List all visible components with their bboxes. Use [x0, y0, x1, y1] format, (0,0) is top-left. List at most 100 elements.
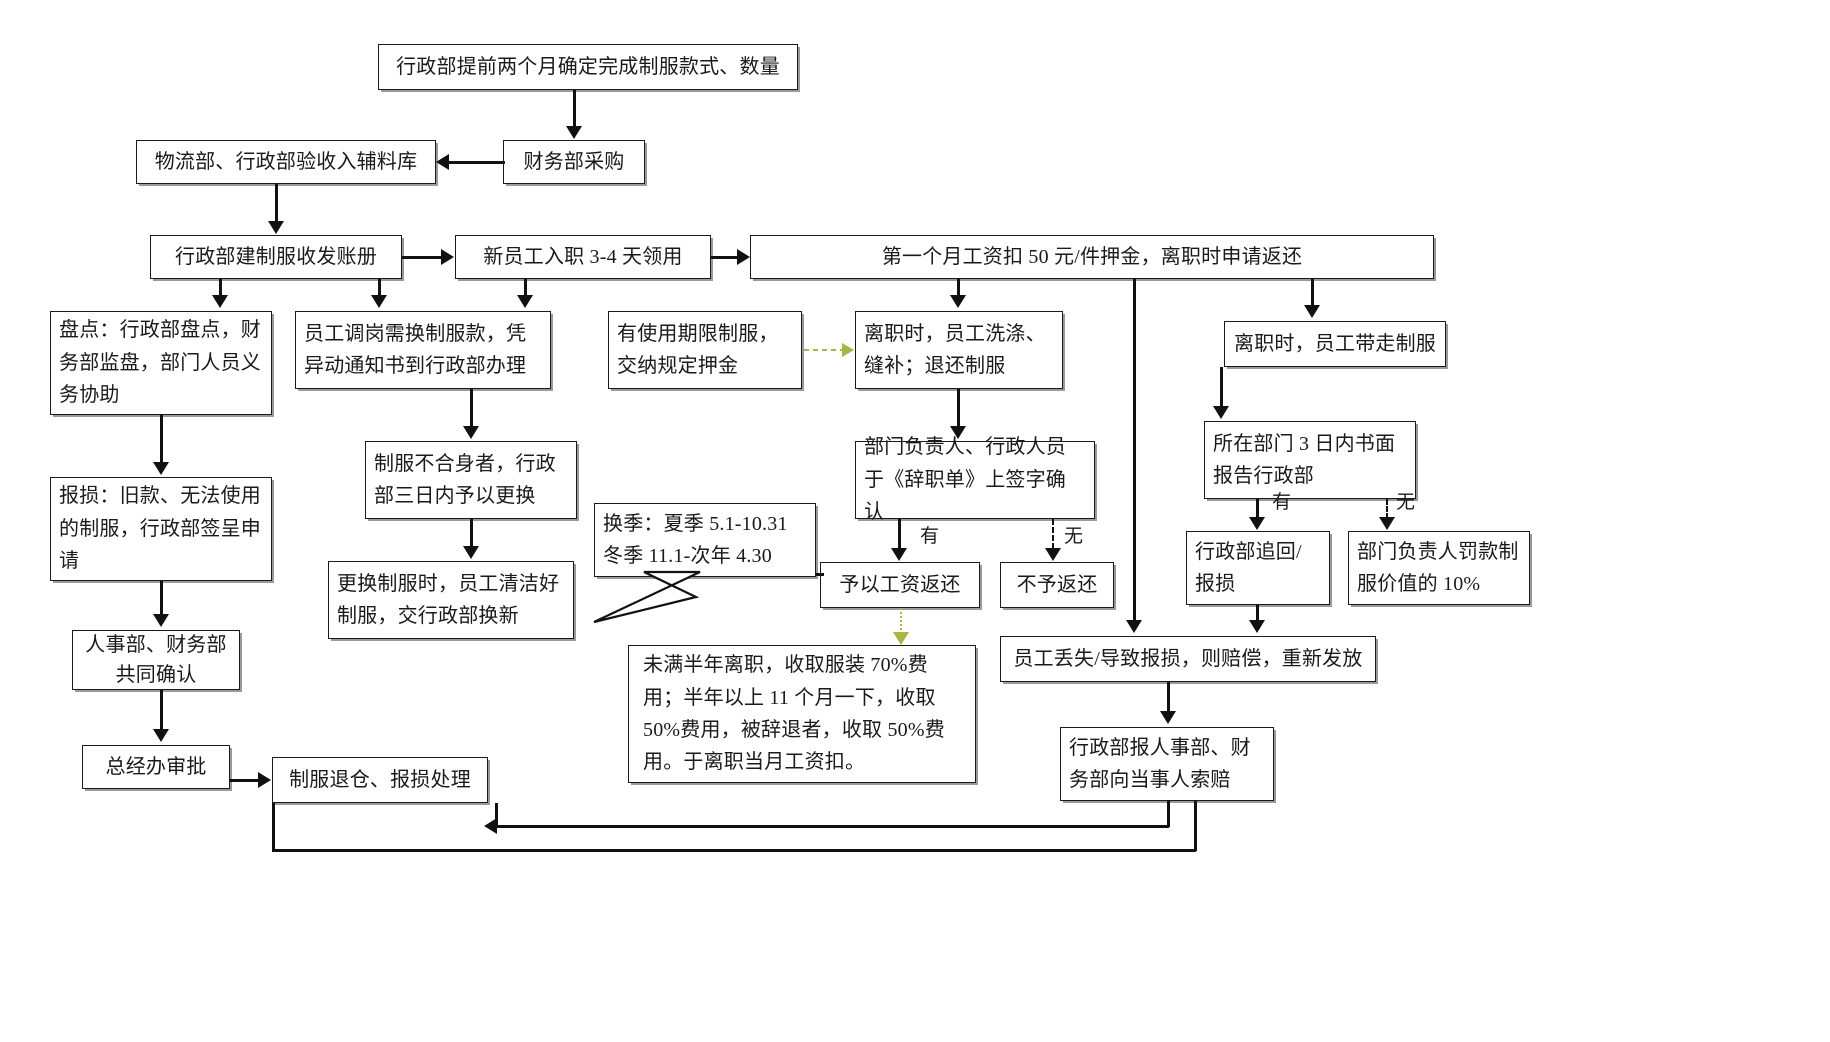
edge-deposit-to-resignclean	[957, 279, 960, 296]
arrow-resignkeep-to-writtenreport	[1213, 406, 1229, 419]
arrow-deposit-to-lostdamage	[1126, 620, 1142, 633]
arrow-newemployee-to-deposit	[737, 249, 750, 265]
node-finance-purchase[interactable]: 财务部采购	[503, 140, 645, 184]
node-return-scrap-label: 制服退仓、报损处理	[289, 768, 471, 791]
arrow-ledger-to-transfer	[371, 295, 387, 308]
node-season[interactable]: 换季：夏季 5.1-10.31 冬季 11.1-次年 4.30	[594, 503, 816, 577]
node-replace-clean[interactable]: 更换制服时，员工清洁好制服，交行政部换新	[328, 561, 574, 639]
node-logistics-receive-label: 物流部、行政部验收入辅料库	[154, 150, 418, 173]
node-refund-no[interactable]: 不予返还	[1000, 562, 1114, 608]
edge-deposit-to-resignkeep	[1311, 279, 1314, 306]
node-resign-clean[interactable]: 离职时，员工洗涤、缝补；退还制服	[855, 311, 1063, 389]
arrow-deposit-to-resignclean	[950, 295, 966, 308]
node-written-report[interactable]: 所在部门 3 日内书面报告行政部	[1204, 421, 1416, 499]
node-manager-fine-label: 部门负责人罚款制服价值的 10%	[1357, 540, 1519, 595]
edge-returnscrap-bottom	[272, 849, 1196, 852]
edge-notfit-to-replaceclean	[470, 519, 473, 547]
edge-claim-down	[1167, 801, 1170, 827]
node-refund-yes[interactable]: 予以工资返还	[820, 562, 980, 608]
node-deposit[interactable]: 第一个月工资扣 50 元/件押金，离职时申请返还	[750, 235, 1434, 279]
node-logistics-receive[interactable]: 物流部、行政部验收入辅料库	[136, 140, 436, 184]
arrow-timelimited-to-resignclean	[842, 343, 854, 357]
arrow-gmapproval-to-returnscrap	[258, 772, 271, 788]
arrow-ledger-to-stocktake	[212, 295, 228, 308]
node-return-scrap[interactable]: 制服退仓、报损处理	[272, 757, 488, 803]
edge-signconfirm-to-refundyes	[898, 519, 901, 549]
arrow-ledger-to-newemployee	[441, 249, 454, 265]
edge-ledger-to-newemployee	[402, 256, 442, 259]
node-manager-fine[interactable]: 部门负责人罚款制服价值的 10%	[1348, 531, 1530, 605]
edge-scrapreport-to-hrfinance	[160, 581, 163, 615]
node-gm-approval[interactable]: 总经办审批	[82, 745, 230, 789]
node-scrap-report-label: 报损：旧款、无法使用的制服，行政部签呈申请	[59, 485, 261, 573]
node-time-limited[interactable]: 有使用期限制服，交纳规定押金	[608, 311, 802, 389]
edge-newemployee-to-deposit	[711, 256, 737, 259]
node-admin-ledger[interactable]: 行政部建制服收发账册	[150, 235, 402, 279]
node-sign-confirm-label: 部门负责人、行政人员于《辞职单》上签字确认	[864, 436, 1066, 524]
node-fee-rules[interactable]: 未满半年离职，收取服装 70%费用；半年以上 11 个月一下，收取 50%费用，…	[628, 645, 976, 783]
edge-ledger-to-transfer	[378, 279, 381, 296]
edge-purchase-to-logistics	[449, 161, 505, 164]
arrow-plan-to-purchase	[566, 126, 582, 139]
node-stocktake[interactable]: 盘点：行政部盘点，财务部监盘，部门人员义务协助	[50, 311, 272, 415]
edge-newemployee-to-timelimited	[524, 279, 527, 296]
node-transfer[interactable]: 员工调岗需换制服款，凭异动通知书到行政部办理	[295, 311, 551, 389]
node-fee-rules-label: 未满半年离职，收取服装 70%费用；半年以上 11 个月一下，收取 50%费用，…	[643, 654, 945, 774]
node-season-label: 换季：夏季 5.1-10.31 冬季 11.1-次年 4.30	[603, 512, 788, 567]
arrow-lostdamage-to-claim	[1160, 711, 1176, 724]
arrow-scrapreport-to-hrfinance	[153, 614, 169, 627]
node-transfer-label: 员工调岗需换制服款，凭异动通知书到行政部办理	[304, 322, 527, 377]
node-refund-no-label: 不予返还	[1016, 573, 1098, 596]
node-lost-damage-label: 员工丢失/导致报损，则赔偿，重新发放	[1013, 647, 1363, 670]
node-admin-recover[interactable]: 行政部追回/报损	[1186, 531, 1330, 605]
arrow-claim-to-returnscrap	[484, 818, 497, 834]
node-resign-keep-label: 离职时，员工带走制服	[1234, 332, 1436, 355]
node-lost-damage[interactable]: 员工丢失/导致报损，则赔偿，重新发放	[1000, 636, 1376, 682]
node-claim[interactable]: 行政部报人事部、财务部向当事人索赔	[1060, 727, 1274, 801]
edge-signconfirm-to-refundno	[1052, 519, 1054, 549]
node-deposit-label: 第一个月工资扣 50 元/件押金，离职时申请返还	[881, 245, 1303, 268]
node-stocktake-label: 盘点：行政部盘点，财务部监盘，部门人员义务协助	[59, 319, 261, 407]
arrow-signconfirm-to-refundyes	[891, 548, 907, 561]
node-finance-purchase-label: 财务部采购	[523, 150, 625, 173]
edge-writtenreport-to-adminrecover	[1256, 499, 1259, 519]
node-sign-confirm[interactable]: 部门负责人、行政人员于《辞职单》上签字确认	[855, 436, 1095, 523]
arrow-refundyes-to-feerules	[893, 632, 909, 645]
edge-transfer-to-notfit	[470, 389, 473, 427]
node-admin-ledger-label: 行政部建制服收发账册	[175, 245, 377, 268]
edge-plan-to-purchase	[573, 90, 576, 127]
edge-refundyes-to-feerules	[900, 608, 902, 634]
node-refund-yes-label: 予以工资返还	[839, 573, 961, 596]
arrow-purchase-to-logistics	[436, 154, 449, 170]
node-hr-finance-confirm[interactable]: 人事部、财务部共同确认	[72, 630, 240, 690]
node-scrap-report[interactable]: 报损：旧款、无法使用的制服，行政部签呈申请	[50, 477, 272, 581]
node-not-fit-label: 制服不合身者，行政部三日内予以更换	[374, 452, 556, 507]
arrow-resignclean-to-signconfirm	[950, 426, 966, 439]
node-time-limited-label: 有使用期限制服，交纳规定押金	[617, 322, 779, 377]
arrow-writtenreport-to-managerfine	[1379, 517, 1395, 530]
arrow-newemployee-to-timelimited	[517, 295, 533, 308]
arrow-transfer-to-notfit	[463, 426, 479, 439]
edge-hrfinance-to-gmapproval	[160, 690, 163, 730]
node-admin-recover-label: 行政部追回/报损	[1195, 540, 1302, 595]
arrow-logistics-to-ledger	[268, 221, 284, 234]
edge-claim-to-returnscrap	[497, 825, 1169, 828]
edge-timelimited-to-resignclean	[804, 349, 842, 352]
edge-returnscrap-left-down	[272, 803, 275, 851]
node-gm-approval-label: 总经办审批	[105, 755, 207, 778]
edge-stocktake-to-scrapreport	[160, 415, 163, 463]
arrow-notfit-to-replaceclean	[463, 546, 479, 559]
edge-lostdamage-to-claim	[1167, 682, 1170, 712]
edge-deposit-to-lostdamage	[1133, 279, 1136, 621]
node-resign-clean-label: 离职时，员工洗涤、缝补；退还制服	[864, 322, 1046, 377]
node-new-employee[interactable]: 新员工入职 3-4 天领用	[455, 235, 711, 279]
node-resign-keep[interactable]: 离职时，员工带走制服	[1224, 321, 1446, 367]
edge-logistics-to-ledger	[275, 184, 278, 222]
edge-ledger-to-stocktake	[219, 279, 222, 296]
node-hr-finance-confirm-label: 人事部、财务部共同确认	[85, 633, 227, 686]
edge-returnscrap-up	[495, 803, 498, 827]
node-new-employee-label: 新员工入职 3-4 天领用	[483, 245, 683, 268]
edge-label-no-right: 无	[1396, 492, 1416, 513]
node-admin-plan[interactable]: 行政部提前两个月确定完成制服款式、数量	[378, 44, 798, 90]
node-not-fit[interactable]: 制服不合身者，行政部三日内予以更换	[365, 441, 577, 519]
